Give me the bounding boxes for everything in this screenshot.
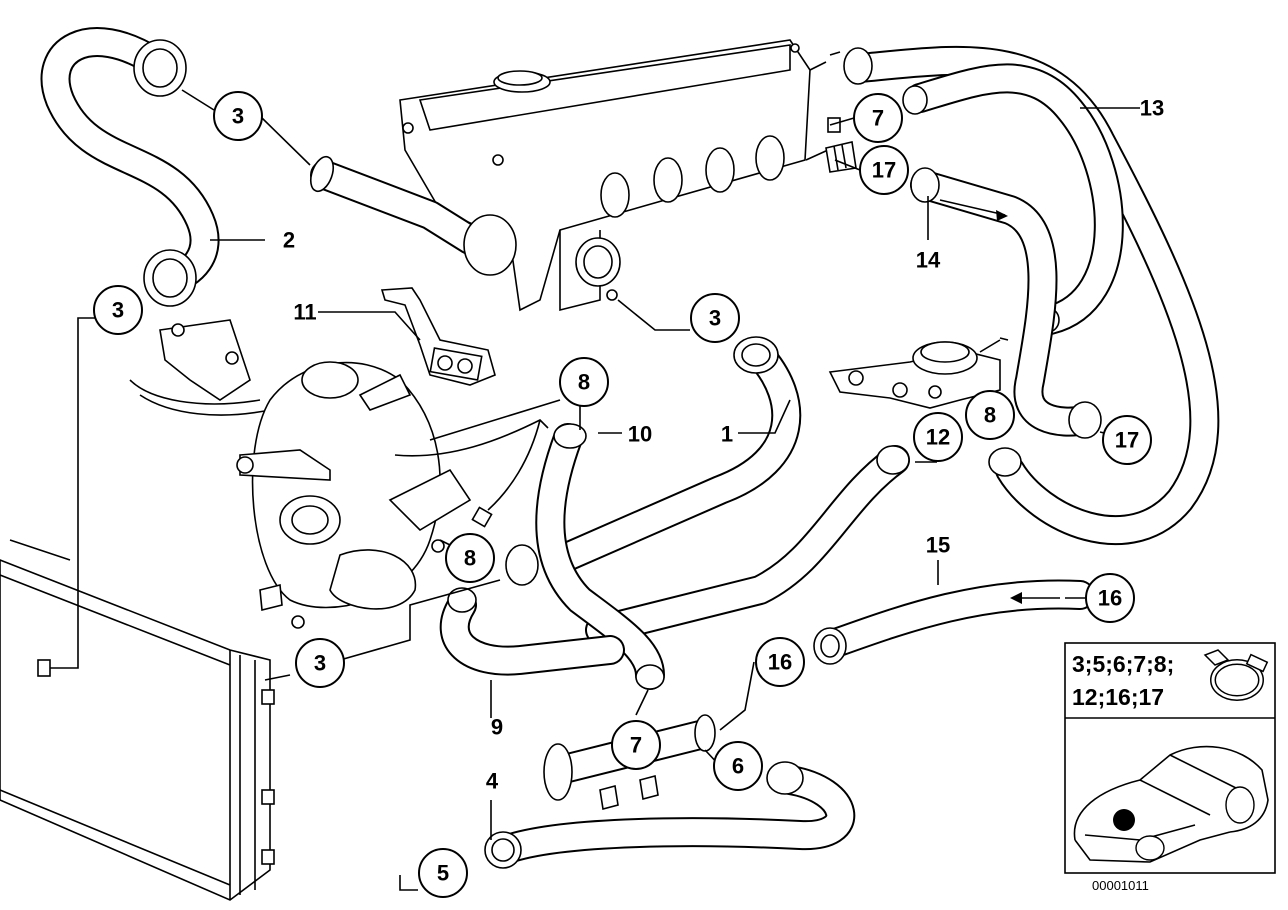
car-location-icon <box>1073 745 1269 863</box>
callout-label: 3 <box>112 298 124 323</box>
callout-9[interactable]: 9 <box>491 715 503 740</box>
legend-line-1: 3;5;6;7;8; <box>1072 651 1174 677</box>
callout-label: 13 <box>1140 96 1164 121</box>
callout-label: 10 <box>628 422 652 447</box>
radiator <box>0 539 275 901</box>
leader-lines <box>50 89 1140 891</box>
callout-label: 16 <box>768 650 792 675</box>
callout-label: 5 <box>437 861 449 886</box>
callout-label: 8 <box>578 370 590 395</box>
callout-1[interactable]: 1 <box>721 422 733 447</box>
flange-12 <box>828 337 1009 409</box>
hose-4 <box>484 761 856 869</box>
callout-8-center[interactable]: 8 <box>559 357 609 407</box>
callout-3-top[interactable]: 3 <box>213 91 263 141</box>
head-outlet-pipe <box>309 155 621 287</box>
callout-6[interactable]: 6 <box>713 741 763 791</box>
cylinder-head <box>399 39 841 312</box>
callout-13[interactable]: 13 <box>1140 96 1164 121</box>
hose-2 <box>40 27 220 307</box>
callout-14[interactable]: 14 <box>916 248 941 273</box>
callout-label: 12 <box>926 425 950 450</box>
callout-label: 16 <box>1098 586 1122 611</box>
callout-label: 1 <box>721 422 733 447</box>
callout-12[interactable]: 12 <box>913 412 963 462</box>
callout-3-left[interactable]: 3 <box>93 285 143 335</box>
callout-16-left[interactable]: 16 <box>755 637 805 687</box>
head-fittings <box>825 117 857 173</box>
callout-2[interactable]: 2 <box>283 228 295 253</box>
legend-box: 3;5;6;7;8; 12;16;17 <box>1064 642 1276 874</box>
callout-label: 3 <box>232 104 244 129</box>
callout-label: 3 <box>709 306 721 331</box>
callout-label: 11 <box>293 300 316 325</box>
legend-line-2: 12;16;17 <box>1072 684 1164 710</box>
callout-3-mid[interactable]: 3 <box>690 293 740 343</box>
callout-label: 17 <box>1115 428 1139 453</box>
callout-label: 8 <box>464 546 476 571</box>
callout-11[interactable]: 11 <box>293 300 316 325</box>
callout-4[interactable]: 4 <box>486 769 499 794</box>
callout-label: 17 <box>872 158 896 183</box>
callout-label: 8 <box>984 403 996 428</box>
hose-to-12 <box>585 445 910 645</box>
callout-10[interactable]: 10 <box>628 422 652 447</box>
hose-15 <box>813 579 1095 665</box>
callout-3-lower[interactable]: 3 <box>295 638 345 688</box>
callout-16-right[interactable]: 16 <box>1085 573 1135 623</box>
callout-label: 9 <box>491 715 503 740</box>
hose-1 <box>545 336 802 575</box>
callout-label: 15 <box>926 533 950 558</box>
callout-15[interactable]: 15 <box>926 533 950 558</box>
callout-label: 7 <box>630 733 642 758</box>
bracket-11 <box>380 287 496 386</box>
callout-8-right[interactable]: 8 <box>965 390 1015 440</box>
water-pump-assembly <box>129 319 549 629</box>
callout-label: 3 <box>314 651 326 676</box>
callout-5[interactable]: 5 <box>418 848 468 898</box>
hose-14 <box>910 167 1102 439</box>
callout-17-right[interactable]: 17 <box>1102 415 1152 465</box>
hose-clamp-icon <box>1203 649 1269 701</box>
callout-7-top[interactable]: 7 <box>853 93 903 143</box>
hose-10 <box>535 423 665 690</box>
hose-9 <box>439 544 625 676</box>
diagram-code: 00001011 <box>1092 878 1149 893</box>
callout-8-lower[interactable]: 8 <box>445 533 495 583</box>
callout-label: 7 <box>872 106 884 131</box>
callout-label: 6 <box>732 754 744 779</box>
callout-7-lower[interactable]: 7 <box>611 720 661 770</box>
callout-label: 4 <box>486 769 499 794</box>
callout-label: 2 <box>283 228 295 253</box>
callout-17-top[interactable]: 17 <box>859 145 909 195</box>
callout-label: 14 <box>916 248 941 273</box>
